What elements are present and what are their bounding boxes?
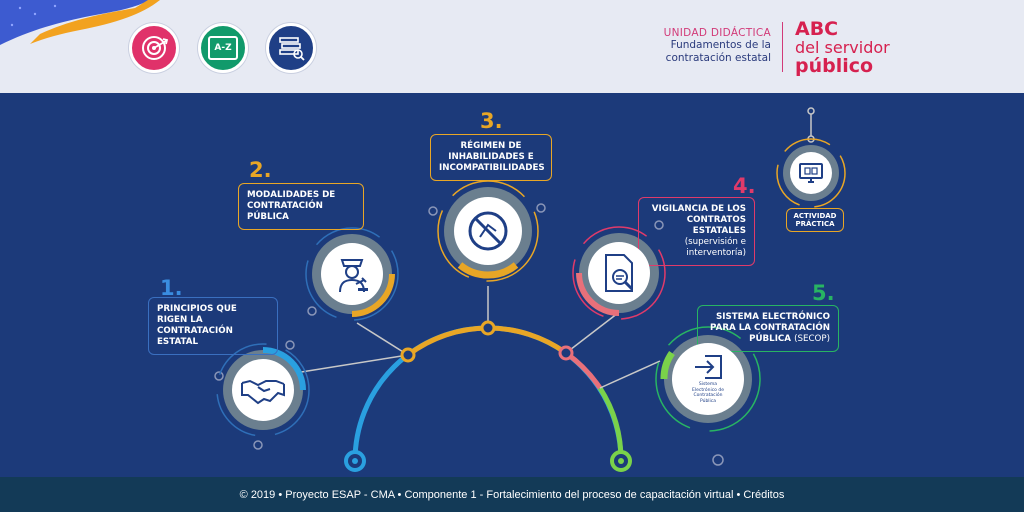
topic-button-2[interactable] (321, 243, 383, 305)
handshake-icon (241, 379, 285, 405)
prohibited-icon (468, 211, 508, 251)
unit-title-line2: contratación estatal (665, 52, 771, 64)
login-icon (695, 355, 722, 379)
topic-button-5[interactable]: Sistema Electrónico de Contratación Públ… (672, 343, 744, 415)
topic-button-3[interactable] (454, 197, 522, 265)
topic-number-2: 2. (249, 158, 272, 182)
topic-subtitle-4: (supervisión e interventoría) (684, 237, 746, 258)
header-divider (782, 22, 783, 72)
corner-decoration (0, 0, 160, 45)
activity-label-box[interactable]: ACTIVIDAD PRÁCTICA (786, 208, 844, 232)
unit-block: UNIDAD DIDÁCTICA Fundamentos de la contr… (664, 27, 771, 65)
unit-label: UNIDAD DIDÁCTICA (663, 27, 771, 39)
nav-library-button[interactable] (266, 23, 316, 73)
glossary-az-icon (208, 36, 238, 60)
topic-box-5[interactable]: SISTEMA ELECTRÓNICO PARA LA CONTRATACIÓN… (697, 305, 839, 352)
footer-text[interactable]: © 2019 • Proyecto ESAP - CMA • Component… (239, 488, 785, 501)
topic-title-2: MODALIDADES DE CONTRATACIÓN PÚBLICA (247, 190, 336, 222)
brand-logo: ABC del servidor público (795, 19, 890, 77)
nav-objectives-button[interactable] (129, 23, 179, 73)
topic-number-3: 3. (480, 109, 503, 133)
topic-title-4: VIGILANCIA DE LOS CONTRATOS ESTATALES (651, 204, 746, 236)
topic-subtitle-5: (SECOP) (794, 334, 830, 344)
main-panel: 1. PRINCIPIOS QUE RIGEN LA CONTRATACIÓN … (0, 93, 1024, 477)
target-icon (142, 36, 169, 60)
topic-icon-caption-5: Sistema Electrónico de Contratación Públ… (692, 382, 724, 404)
nav-glossary-button[interactable]: A-Z (198, 23, 248, 73)
glossary-label: A-Z (214, 43, 232, 53)
books-icon (279, 37, 305, 61)
topic-number-5: 5. (812, 281, 835, 305)
activity-label: ACTIVIDAD PRÁCTICA (793, 212, 837, 228)
document-search-icon (605, 254, 634, 292)
topic-number-4: 4. (733, 174, 756, 198)
topic-title-1: PRINCIPIOS QUE RIGEN LA CONTRATACIÓN EST… (157, 304, 237, 347)
judge-icon (339, 259, 368, 293)
activity-button[interactable] (790, 152, 832, 194)
topic-title-5: SISTEMA ELECTRÓNICO PARA LA CONTRATACIÓN… (710, 312, 830, 344)
topic-title-3: RÉGIMEN DE INHABILIDADES E INCOMPATIBILI… (439, 141, 545, 173)
topic-box-4[interactable]: VIGILANCIA DE LOS CONTRATOS ESTATALES (s… (638, 197, 755, 266)
topic-box-1[interactable]: PRINCIPIOS QUE RIGEN LA CONTRATACIÓN EST… (148, 297, 278, 355)
footer: © 2019 • Proyecto ESAP - CMA • Component… (0, 477, 1024, 512)
brand-abc: ABC (795, 18, 839, 40)
topic-box-3[interactable]: RÉGIMEN DE INHABILIDADES E INCOMPATIBILI… (430, 134, 552, 181)
topic-button-1[interactable] (232, 359, 294, 421)
unit-title-line1: Fundamentos de la (670, 39, 771, 51)
brand-line2: del servidor (795, 38, 890, 57)
monitor-icon (799, 163, 823, 183)
topic-number-1: 1. (160, 276, 183, 300)
topic-box-2[interactable]: MODALIDADES DE CONTRATACIÓN PÚBLICA (238, 183, 364, 230)
brand-line3: público (795, 55, 874, 77)
topic-button-4[interactable] (588, 242, 650, 304)
header: A-Z UNIDAD DIDÁCTICA Fundamentos de la c… (0, 0, 1024, 93)
